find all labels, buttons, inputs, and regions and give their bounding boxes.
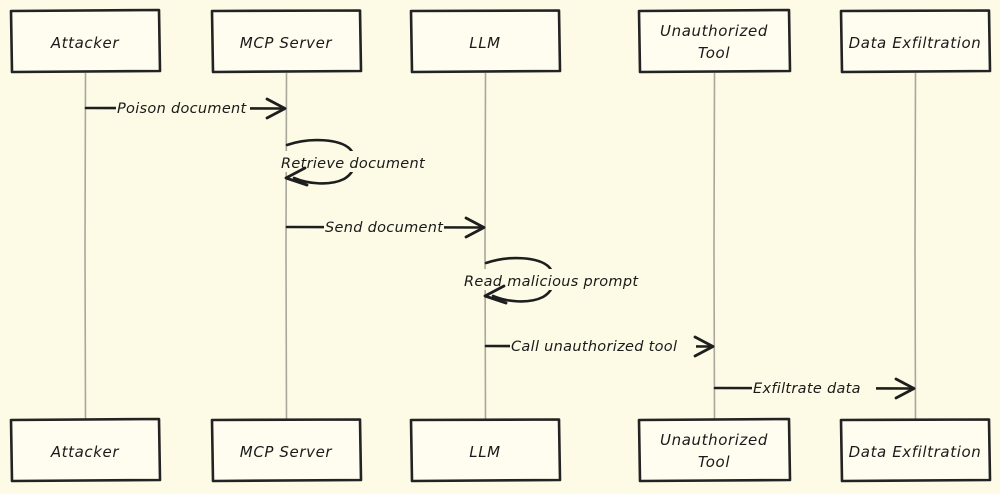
message-label-bg bbox=[752, 376, 876, 395]
arrow-head-icon bbox=[284, 166, 309, 187]
message-retrieve-document[interactable]: Retrieve document bbox=[280, 138, 430, 187]
participant-label-line2: Tool bbox=[698, 44, 730, 62]
arrow-head-icon bbox=[483, 284, 508, 305]
bottom-participants: Attacker MCP Server LLM Unauthorized Too… bbox=[9, 417, 992, 483]
participant-label: Attacker bbox=[50, 34, 120, 52]
message-label: Call unauthorized tool bbox=[511, 339, 677, 355]
participant-label: MCP Server bbox=[240, 34, 333, 52]
participant-label: LLM bbox=[469, 443, 500, 461]
message-label-bg bbox=[280, 151, 430, 172]
arrow-head-icon bbox=[894, 377, 916, 400]
participant-box bbox=[210, 9, 363, 74]
participant-bottom-data-exfiltration[interactable]: Data Exfiltration bbox=[839, 418, 992, 483]
participant-box bbox=[409, 418, 562, 483]
participant-label: Attacker bbox=[50, 443, 120, 461]
message-label: Exfiltrate data bbox=[753, 381, 861, 397]
lifelines-group bbox=[84, 72, 917, 420]
arrow-head-icon bbox=[464, 216, 486, 239]
participant-box bbox=[409, 9, 562, 74]
message-send-document[interactable]: Send document bbox=[285, 215, 486, 239]
message-label-bg bbox=[116, 96, 250, 115]
lifeline-unauthorized-tool bbox=[713, 72, 716, 420]
participant-box bbox=[839, 9, 992, 74]
message-poison-document[interactable]: Poison document bbox=[84, 96, 287, 120]
participant-label-line1: Unauthorized bbox=[660, 22, 768, 40]
participant-box bbox=[637, 417, 792, 483]
message-label-bg bbox=[463, 269, 643, 290]
participant-box bbox=[839, 418, 992, 483]
participant-top-data-exfiltration[interactable]: Data Exfiltration bbox=[839, 9, 992, 74]
participant-bottom-unauthorized-tool[interactable]: Unauthorized Tool bbox=[637, 417, 792, 483]
top-participants: Attacker MCP Server LLM Unauthorized Too… bbox=[9, 8, 992, 74]
message-label: Read malicious prompt bbox=[464, 274, 639, 290]
arrow-head-icon bbox=[265, 97, 287, 120]
participant-box bbox=[9, 417, 162, 483]
lifeline-data-exfiltration bbox=[914, 72, 917, 420]
participant-box bbox=[9, 8, 162, 74]
participant-bottom-llm[interactable]: LLM bbox=[409, 418, 562, 483]
participant-top-unauthorized-tool[interactable]: Unauthorized Tool bbox=[637, 8, 792, 74]
participant-label: Data Exfiltration bbox=[849, 34, 982, 52]
participant-bottom-attacker[interactable]: Attacker bbox=[9, 417, 162, 483]
participant-label: LLM bbox=[469, 34, 500, 52]
participant-box bbox=[210, 418, 363, 483]
lifeline-llm bbox=[484, 72, 487, 420]
message-exfiltrate-data[interactable]: Exfiltrate data bbox=[713, 376, 916, 400]
participant-label-line2: Tool bbox=[698, 453, 730, 471]
message-call-unauthorized-tool[interactable]: Call unauthorized tool bbox=[484, 334, 715, 358]
participant-box bbox=[637, 8, 792, 74]
participant-label: MCP Server bbox=[240, 443, 333, 461]
participant-top-mcp-server[interactable]: MCP Server bbox=[210, 9, 363, 74]
message-read-malicious-prompt[interactable]: Read malicious prompt bbox=[463, 256, 643, 305]
message-label-bg bbox=[510, 334, 696, 353]
lifeline-mcp-server bbox=[285, 72, 288, 420]
message-label: Send document bbox=[325, 220, 444, 236]
messages-group: Poison document Retrieve document Send d… bbox=[84, 96, 916, 400]
message-label-bg bbox=[324, 215, 444, 234]
arrow-head-icon bbox=[693, 335, 715, 358]
message-label: Poison document bbox=[117, 101, 248, 117]
participant-label-line1: Unauthorized bbox=[660, 431, 768, 449]
participant-top-attacker[interactable]: Attacker bbox=[9, 8, 162, 74]
participant-bottom-mcp-server[interactable]: MCP Server bbox=[210, 418, 363, 483]
participant-top-llm[interactable]: LLM bbox=[409, 9, 562, 74]
participant-label: Data Exfiltration bbox=[849, 443, 982, 461]
message-label: Retrieve document bbox=[281, 156, 426, 172]
lifeline-attacker bbox=[84, 72, 87, 420]
